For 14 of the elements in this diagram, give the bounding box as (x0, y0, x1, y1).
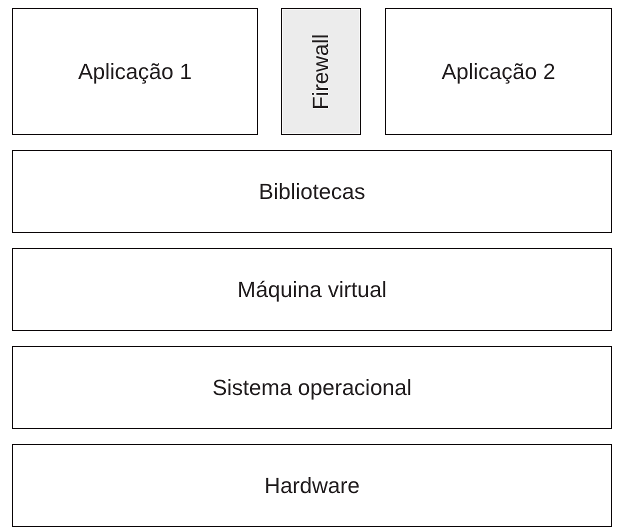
layer-label: Firewall (308, 34, 334, 110)
layer-label: Aplicação 2 (442, 58, 556, 84)
layer-box (12, 248, 612, 331)
layer-label: Bibliotecas (258, 178, 366, 204)
layer-box (12, 150, 612, 233)
firewall-box (281, 8, 361, 135)
application-box (12, 8, 258, 135)
layer-label: Máquina virtual (237, 276, 387, 302)
layer-label: Hardware (264, 472, 360, 498)
layer-box (12, 346, 612, 429)
layer-label: Aplicação 1 (78, 58, 192, 84)
application-box (385, 8, 612, 135)
layer-label: Sistema operacional (212, 374, 412, 400)
layer-box (12, 444, 612, 527)
